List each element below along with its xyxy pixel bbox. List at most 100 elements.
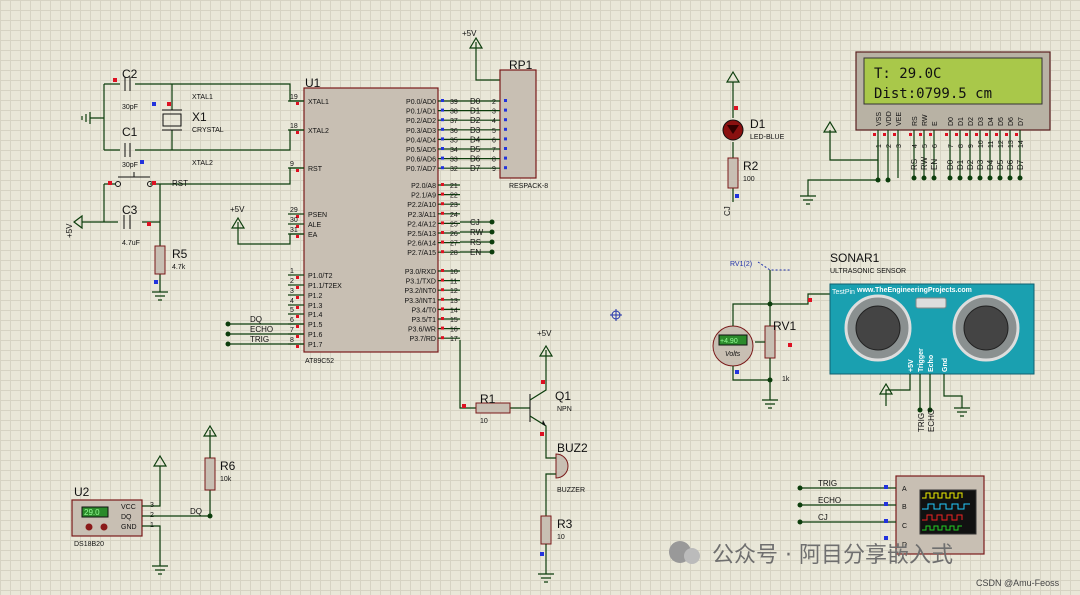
lcd-pin-num: 2 [886, 144, 893, 148]
lcd-pin-num: 14 [1018, 140, 1025, 148]
c1-value: 30pF [122, 162, 138, 169]
mcu-right-pin-name: P3.3/INT1 [404, 298, 436, 305]
net-trig-scope: TRIG [818, 479, 837, 488]
reset-circuit[interactable]: +5V RST C3 4.7uF R5 4.7k [65, 167, 304, 301]
u2-ref: U2 [74, 485, 90, 499]
net-d0: D0 [470, 97, 481, 106]
pin-state-marker [441, 317, 444, 320]
pin-state-marker [441, 99, 444, 102]
lcd-pin-name: D6 [1008, 117, 1015, 126]
pin-state-marker [504, 166, 507, 170]
mcu-right-pin-name: P3.7/RD [410, 336, 436, 343]
lcd-net-label: D5 [996, 159, 1005, 170]
q1-value: NPN [557, 406, 572, 413]
lcd-net-label: D7 [1016, 159, 1025, 170]
rv1-probe: RV1(2) [730, 261, 752, 268]
net-d6: D6 [470, 155, 481, 164]
pin-state-marker [995, 133, 998, 136]
mcu-u1[interactable]: U1 AT89C52 19XTAL118XTAL29RST29PSEN30ALE… [288, 76, 460, 365]
net-xtal1: XTAL1 [192, 94, 213, 101]
lcd-pin-num: 6 [932, 144, 939, 148]
pin-state-marker [893, 133, 896, 136]
lcd-pin-name: RS [912, 116, 919, 126]
rp1-pin-num: 2 [492, 99, 496, 106]
mcu-right-pin-num: 33 [450, 157, 458, 164]
pin-state-marker [504, 108, 507, 112]
mcu-left-pin-name: P1.2 [308, 293, 323, 300]
pin-state-marker [873, 133, 876, 136]
net-rst: RST [172, 179, 188, 188]
mcu-left-pin-name: EA [308, 232, 318, 239]
buzzer-driver[interactable]: +5V R1 10 Q1 NPN BUZ2 BUZZER R3 10 [459, 329, 588, 583]
u2-body [71, 499, 143, 537]
lcd-pin-name: D0 [948, 117, 955, 126]
mcu-right-pin-num: 17 [450, 336, 458, 343]
net-vcc-rst: +5V [65, 223, 74, 238]
net-rw: RW [470, 228, 484, 237]
pin-state-marker [441, 307, 444, 311]
net-d2: D2 [470, 116, 481, 125]
lcd-pins: VSS1VDD2VEE3RS4RSRW5RWE6END07D0D18D1D29D… [873, 111, 1025, 181]
mcu-right-pin-num: 32 [450, 166, 458, 173]
lcd-pin-num: 8 [958, 144, 965, 148]
mcu-right-pin-name: P2.7/A15 [407, 250, 436, 257]
mcu-left-pin-name: P1.4 [308, 312, 323, 319]
pin-state-marker [441, 127, 444, 131]
oscillator-circuit[interactable]: C2 30pF C1 30pF X1 CRYSTAL XTAL1 XTAL2 [81, 67, 304, 169]
pin-state-marker [441, 183, 444, 186]
lcd-pin-name: VDD [886, 111, 893, 126]
mcu-right-pin-name: P0.7/AD7 [406, 166, 436, 173]
ea-supply: +5V [230, 205, 304, 245]
watermark: 公众号 · 阿目分享嵌入式 CSDN @Amu-Feoss [669, 541, 1060, 588]
crosshair-icon [610, 309, 622, 321]
watermark-credit: CSDN @Amu-Feoss [976, 578, 1060, 588]
mcu-right-pin-num: 38 [450, 109, 458, 116]
rv1-value: 1k [782, 376, 790, 383]
pin-state-marker [504, 118, 507, 122]
lcd-pin-num: 5 [922, 144, 929, 148]
ground-icon [152, 291, 168, 301]
pin-state-marker [296, 276, 299, 279]
respack-rp1[interactable]: RP1 RESPACK-8 +5V [462, 29, 548, 190]
mcu-left-pin-name: P1.1/T2EX [308, 283, 342, 290]
mcu-right-pin-num: 27 [450, 241, 458, 248]
pin-state-marker [945, 133, 948, 136]
u2-value: DS18B20 [74, 541, 104, 548]
mcu-left-pin-name: RST [308, 166, 323, 173]
lcd-net-label: D0 [946, 159, 955, 170]
lcd-pin-name: VEE [896, 112, 903, 126]
lcd-pin-num: 10 [978, 140, 985, 148]
mcu-right-pin-num: 35 [450, 137, 458, 144]
rp1-ref: RP1 [509, 58, 533, 72]
led-circuit[interactable]: D1 LED-BLUE R2 100 CJ [722, 70, 785, 216]
lcd-pin-name: E [932, 121, 939, 126]
c3-value: 4.7uF [122, 240, 140, 247]
mcu-left-pin-name: ALE [308, 222, 322, 229]
voltmeter[interactable] [712, 325, 754, 367]
lcd-display[interactable]: T: 29.0C Dist:0799.5 cm VSS1VDD2VEE3RS4R… [800, 51, 1051, 205]
net-vcc-q1: +5V [537, 329, 552, 338]
pot-rv1[interactable]: +4.90 Volts RV1(2) RV1 1k [712, 261, 830, 409]
mcu-left-pin-name: XTAL1 [308, 99, 329, 106]
pin-state-marker [441, 240, 444, 244]
sensor-u2[interactable]: 29.0 VCC DQ GND U2 DS18B20 DQ R6 10k 3 2… [71, 424, 236, 575]
oscilloscope[interactable]: A B C D TRIG ECHO CJ [797, 475, 985, 555]
buz2-ref: BUZ2 [557, 441, 588, 455]
sonar-module[interactable]: www.TheEngineeringProjects.com TestPin S… [829, 251, 1035, 432]
mcu-right-pin-num: 14 [450, 307, 458, 314]
lcd-pin-num: 4 [912, 144, 919, 148]
mcu-left-pin-name: P1.5 [308, 322, 323, 329]
rv1-ref: RV1 [773, 319, 796, 333]
mcu-right-pin-num: 24 [450, 212, 458, 219]
mcu-right-pin-num: 28 [450, 250, 458, 257]
lcd-pin-name: VSS [876, 112, 883, 126]
net-d1: D1 [470, 107, 481, 116]
lcd-pin-name: D2 [968, 117, 975, 126]
lcd-line-2: Dist:0799.5 cm [874, 86, 992, 102]
pin-state-marker [985, 133, 988, 136]
mcu-right-pin-num: 10 [450, 269, 458, 276]
mcu-right-pin-name: P3.5/T1 [411, 317, 436, 324]
lcd-pin-name: D4 [988, 117, 995, 126]
mcu-right-pin-num: 22 [450, 193, 458, 200]
